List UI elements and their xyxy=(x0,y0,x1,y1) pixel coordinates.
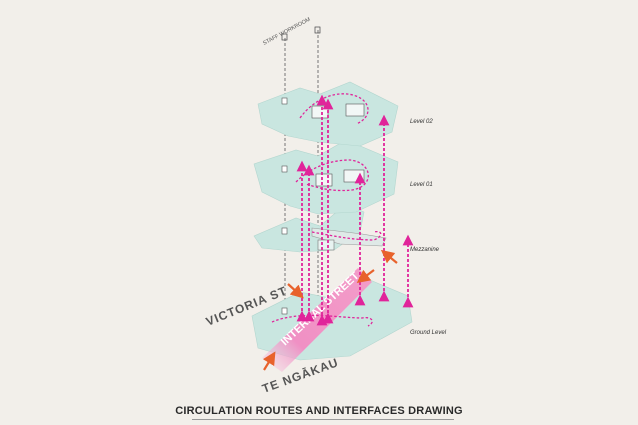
entry-arrows xyxy=(262,249,398,371)
mezzanine-void xyxy=(317,239,335,251)
level-02-label: Level 02 xyxy=(410,119,433,125)
level-01-void-a xyxy=(315,173,333,187)
vertical-routes xyxy=(296,94,414,326)
level-02-void-b xyxy=(345,103,365,117)
level-01-label: Level 01 xyxy=(410,182,433,188)
ground-level-label: Ground Level xyxy=(410,330,447,336)
floor-loops xyxy=(271,93,382,327)
caption-underline xyxy=(192,419,454,420)
level-01-void-b xyxy=(343,169,365,183)
level-02-void-a xyxy=(311,105,329,119)
mezzanine-label: Mezzanine xyxy=(410,247,440,253)
stair-icons xyxy=(281,97,288,315)
staff-workroom-label: STAFF WORKROOM xyxy=(262,17,312,47)
core-markers xyxy=(281,26,321,41)
drawing-caption: CIRCULATION ROUTES AND INTERFACES DRAWIN… xyxy=(175,405,463,417)
